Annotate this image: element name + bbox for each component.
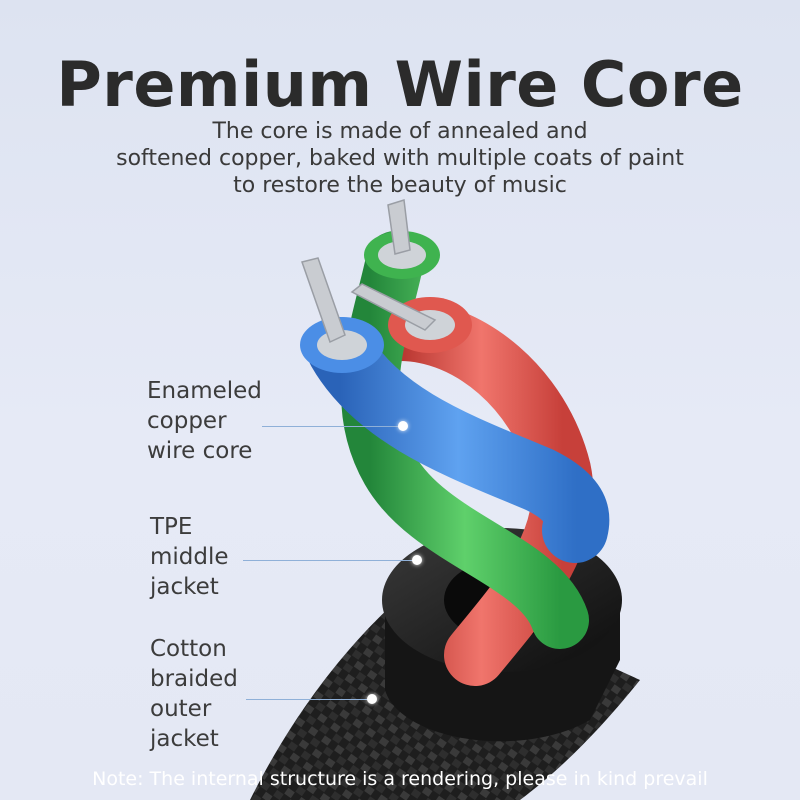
- footer-note: Note: The internal structure is a render…: [92, 768, 708, 790]
- callout-braided-jacket: Cotton braided outer jacket: [150, 634, 238, 754]
- callout-copper-core: Enameled copper wire core: [147, 376, 262, 466]
- callout-line: copper: [147, 408, 227, 434]
- callout-line: jacket: [150, 574, 219, 600]
- page-title: Premium Wire Core: [56, 48, 744, 121]
- pointer-dot-braid: [367, 694, 377, 704]
- callout-line: wire core: [147, 438, 253, 464]
- pointer-dot-copper: [398, 421, 408, 431]
- leader-line-copper: [262, 426, 402, 427]
- subtitle-line: The core is made of annealed and: [212, 119, 588, 144]
- callout-line: TPE: [150, 514, 193, 540]
- pointer-dot-tpe: [412, 555, 422, 565]
- callout-line: outer: [150, 696, 212, 722]
- silver-strands: [301, 199, 437, 344]
- callout-tpe-jacket: TPE middle jacket: [150, 512, 229, 602]
- subtitle-line: softened copper, baked with multiple coa…: [116, 146, 684, 171]
- callout-line: jacket: [150, 726, 219, 752]
- callout-line: Cotton: [150, 636, 227, 662]
- blue-wire: [307, 317, 610, 563]
- subtitle-line: to restore the beauty of music: [233, 173, 567, 198]
- callout-line: braided: [150, 666, 238, 692]
- leader-line-tpe: [243, 560, 415, 561]
- callout-line: middle: [150, 544, 229, 570]
- leader-line-braid: [246, 699, 370, 700]
- subtitle: The core is made of annealed and softene…: [0, 118, 800, 199]
- callout-line: Enameled: [147, 378, 262, 404]
- green-wire: [341, 231, 589, 649]
